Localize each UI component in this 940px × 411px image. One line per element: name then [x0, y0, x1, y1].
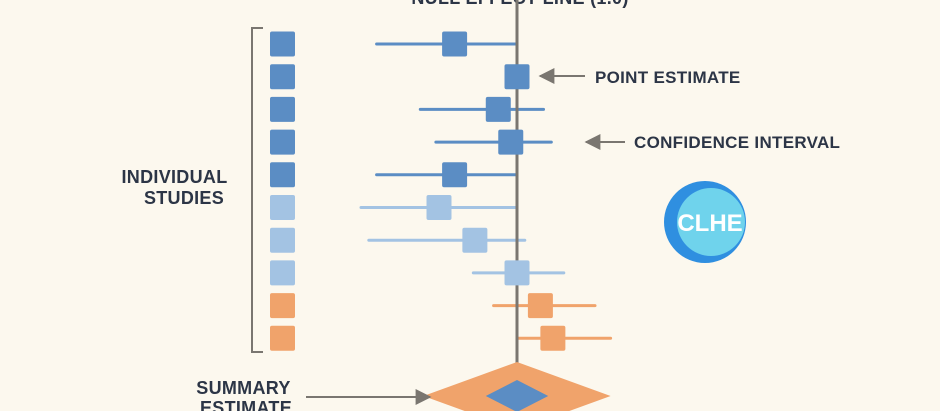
- study-point-estimate: [527, 293, 553, 319]
- study-legend-square: [270, 260, 295, 286]
- clhe-logo: CLHE: [664, 181, 746, 263]
- study-legend-square: [270, 162, 295, 188]
- study-legend-square: [270, 195, 295, 220]
- study-point-estimate: [442, 31, 468, 57]
- study-legend-square: [270, 96, 295, 122]
- legend-squares: [270, 31, 295, 351]
- point-estimates: [426, 31, 566, 351]
- individual-studies-label: INDIVIDUAL STUDIES: [122, 167, 233, 208]
- summary-estimate-label-line2: ESTIMATE: [200, 398, 292, 411]
- study-legend-square: [270, 31, 295, 57]
- study-point-estimate: [485, 96, 511, 122]
- study-legend-square: [270, 293, 295, 319]
- study-point-estimate: [540, 325, 566, 351]
- confidence-interval-label: CONFIDENCE INTERVAL: [634, 133, 840, 152]
- logo-inner-circle: [677, 188, 745, 256]
- study-point-estimate: [504, 260, 530, 286]
- study-point-estimate: [504, 64, 530, 90]
- summary-estimate-label: SUMMARY ESTIMATE: [196, 378, 295, 411]
- summary-diamond-group: [423, 362, 611, 411]
- study-point-estimate: [462, 227, 488, 253]
- study-legend-square: [270, 64, 295, 90]
- null-effect-line-label: NULL EFFECT LINE (1.0): [411, 0, 628, 8]
- summary-estimate-label-line1: SUMMARY: [196, 378, 290, 398]
- study-point-estimate: [426, 195, 452, 220]
- summary-diamond-inner: [485, 380, 549, 411]
- logo-text: CLHE: [677, 210, 742, 237]
- study-point-estimate: [442, 162, 468, 188]
- individual-studies-label-line1: INDIVIDUAL: [122, 167, 228, 187]
- study-legend-square: [270, 325, 295, 351]
- study-legend-square: [270, 129, 295, 155]
- study-point-estimate: [498, 129, 524, 155]
- studies-bracket: [251, 27, 263, 353]
- point-estimate-label: POINT ESTIMATE: [595, 68, 741, 87]
- study-legend-square: [270, 227, 295, 253]
- confidence-interval-lines: [359, 42, 613, 340]
- individual-studies-label-line2: STUDIES: [144, 188, 224, 208]
